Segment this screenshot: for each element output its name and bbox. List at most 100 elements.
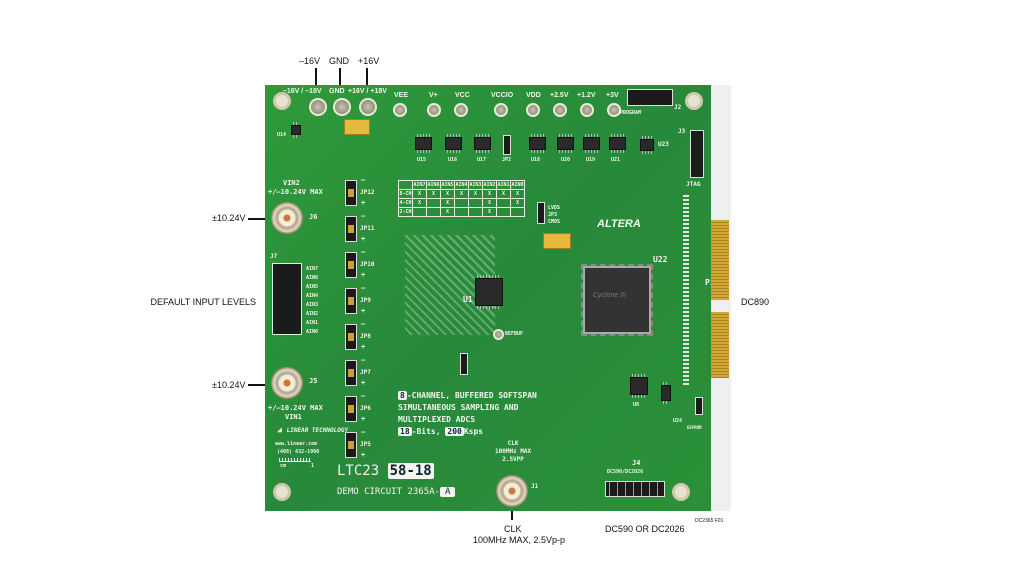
jumper-jp3[interactable] bbox=[537, 202, 545, 224]
label-vcc: VCC bbox=[455, 92, 470, 99]
ain-label: AIN6 bbox=[306, 275, 319, 281]
sample-rate: 200 bbox=[445, 427, 464, 436]
rate-unit: Ksps bbox=[463, 427, 484, 436]
minus-sign: – bbox=[361, 212, 366, 220]
callout-clk: CLK bbox=[504, 524, 522, 534]
label-refbuf: REFBUF bbox=[505, 331, 524, 337]
table-cell bbox=[426, 207, 441, 217]
jumper-jp12[interactable] bbox=[345, 180, 357, 206]
minus-sign: – bbox=[361, 428, 366, 436]
table-cell: X bbox=[482, 189, 497, 199]
plus-sign: + bbox=[361, 307, 366, 315]
test-point-pos[interactable] bbox=[359, 98, 377, 116]
table-cell: AIN3 bbox=[468, 180, 483, 190]
label-u17: U17 bbox=[477, 157, 487, 163]
label-jp3: JP3 bbox=[548, 212, 558, 218]
ain-label: AIN2 bbox=[306, 311, 319, 317]
test-point-2v5[interactable] bbox=[553, 103, 567, 117]
label-vccio: VCCIO bbox=[491, 92, 514, 99]
jumper-eeprom[interactable] bbox=[695, 397, 703, 415]
minus-sign: – bbox=[361, 356, 366, 364]
label-u19: U19 bbox=[586, 157, 596, 163]
plus-sign: + bbox=[361, 235, 366, 243]
label-eeprom: EEPROM bbox=[687, 425, 702, 430]
test-point-gnd[interactable] bbox=[333, 98, 351, 116]
part-number: LTC23 58-18 bbox=[337, 463, 434, 479]
demo-circuit: DEMO CIRCUIT 2365A-A bbox=[337, 487, 456, 497]
label-jumper: JP7 bbox=[360, 369, 371, 376]
ruler-unit: cm bbox=[280, 463, 287, 469]
table-cell bbox=[454, 207, 469, 217]
table-cell: AIN2 bbox=[482, 180, 497, 190]
test-point-vplus[interactable] bbox=[427, 103, 441, 117]
mounting-hole bbox=[685, 92, 703, 110]
table-cell bbox=[468, 198, 483, 208]
ruler bbox=[279, 458, 311, 462]
callout-dc590: DC590 OR DC2026 bbox=[605, 524, 685, 534]
jumper-jp11[interactable] bbox=[345, 216, 357, 242]
plus-sign: + bbox=[361, 199, 366, 207]
edge-connector-p1 bbox=[711, 312, 729, 378]
table-cell: X bbox=[482, 198, 497, 208]
test-point-vcc[interactable] bbox=[454, 103, 468, 117]
bnc-j6-vin2[interactable] bbox=[271, 202, 303, 234]
table-cell bbox=[510, 207, 525, 217]
ain-label-list: AIN7 AIN6 AIN5 AIN4 AIN3 AIN2 AIN1 AIN0 bbox=[306, 265, 318, 337]
callout-plus16v: +16V bbox=[358, 56, 380, 66]
ic-u18 bbox=[529, 134, 546, 153]
table-cell: AIN4 bbox=[454, 180, 469, 190]
label-u24: U24 bbox=[673, 418, 683, 424]
demo-prefix: DEMO CIRCUIT 2365A- bbox=[337, 487, 440, 497]
label-j4-sub: DC590/DC2026 bbox=[607, 469, 644, 475]
header-j2-program[interactable] bbox=[627, 89, 673, 106]
ic-u21 bbox=[609, 134, 626, 153]
label-vin2: VIN2 bbox=[283, 179, 300, 187]
table-cell: AIN7 bbox=[412, 180, 427, 190]
label-jtag: JTAG bbox=[686, 181, 701, 188]
header-j7-input-levels[interactable] bbox=[272, 263, 302, 335]
test-point-refbuf[interactable] bbox=[493, 329, 504, 340]
test-point-3v[interactable] bbox=[607, 103, 621, 117]
bnc-j5-vin1[interactable] bbox=[271, 367, 303, 399]
leader-line bbox=[248, 218, 278, 220]
label-vdd: VDD bbox=[526, 92, 541, 99]
ic-u14 bbox=[291, 122, 301, 138]
ic-u20 bbox=[557, 134, 574, 153]
callout-dc890: DC890 bbox=[741, 297, 770, 307]
label-u20: U20 bbox=[561, 157, 571, 163]
test-point-vee[interactable] bbox=[393, 103, 407, 117]
table-cell: AIN6 bbox=[426, 180, 441, 190]
ain-label: AIN7 bbox=[306, 266, 319, 272]
fpga-u22: Cyclone III bbox=[581, 264, 653, 336]
table-cell bbox=[426, 198, 441, 208]
ain-label: AIN1 bbox=[306, 320, 319, 326]
table-cell: X bbox=[510, 198, 525, 208]
jumper-jp5[interactable] bbox=[345, 432, 357, 458]
bnc-j1-clk[interactable] bbox=[496, 475, 528, 507]
test-point-1v2[interactable] bbox=[580, 103, 594, 117]
jumper-jp6[interactable] bbox=[345, 396, 357, 422]
test-point-vdd[interactable] bbox=[526, 103, 540, 117]
pcb-board: –16V / –18V GND +16V / +18V VEE V+ VCC V… bbox=[265, 85, 711, 511]
jumper-jp9[interactable] bbox=[345, 288, 357, 314]
demo-rev: A bbox=[439, 487, 456, 497]
test-point-vccio[interactable] bbox=[494, 103, 508, 117]
table-cell: X bbox=[468, 189, 483, 199]
label-vin1-max: +/–10.24V MAX bbox=[268, 404, 323, 412]
header-j3-jtag[interactable] bbox=[690, 130, 704, 178]
jumper-jp7[interactable] bbox=[345, 360, 357, 386]
header-j4[interactable] bbox=[605, 481, 665, 497]
ic-u23 bbox=[640, 136, 654, 154]
jumper-ref[interactable] bbox=[460, 353, 468, 375]
test-point-neg[interactable] bbox=[309, 98, 327, 116]
label-3v: +3V bbox=[606, 92, 619, 99]
jumper-jp2[interactable] bbox=[503, 135, 511, 155]
jumper-jp10[interactable] bbox=[345, 252, 357, 278]
label-j4: J4 bbox=[632, 459, 641, 467]
jumper-jp8[interactable] bbox=[345, 324, 357, 350]
plus-sign: + bbox=[361, 343, 366, 351]
table-cell: X bbox=[440, 198, 455, 208]
